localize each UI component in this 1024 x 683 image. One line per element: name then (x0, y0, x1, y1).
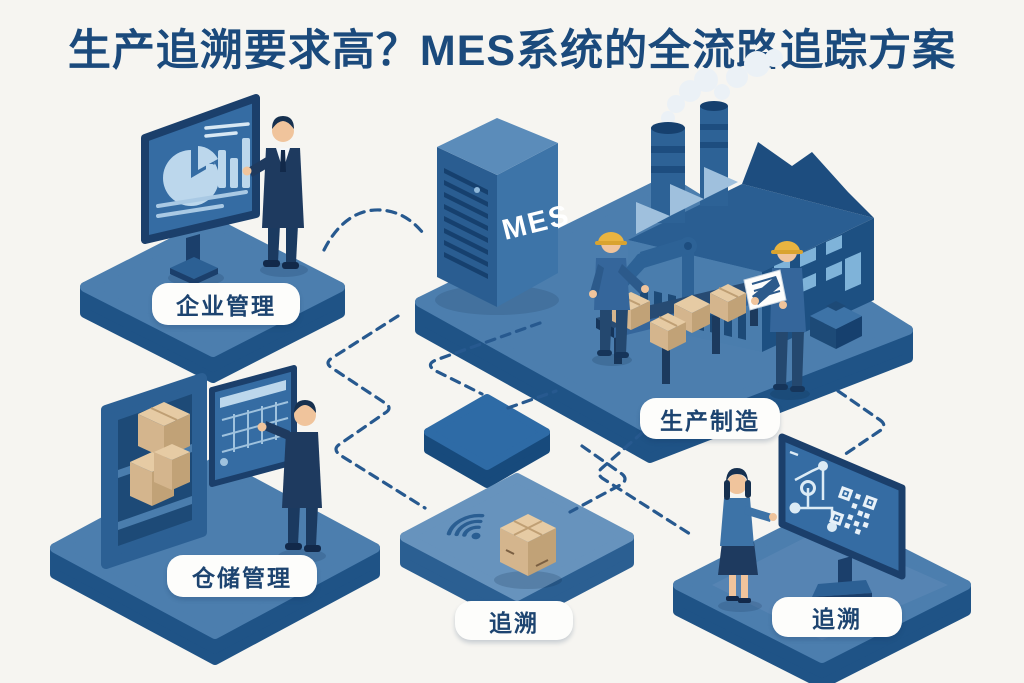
kiosk-machine (810, 301, 862, 349)
platform-node (424, 394, 550, 488)
hard-hat-icon (774, 241, 800, 252)
server-icon: MES (435, 118, 573, 315)
box-icon (710, 284, 746, 322)
tracing-right-scene (718, 433, 906, 612)
box-icon (130, 444, 190, 506)
bar-chart-icon (206, 138, 250, 188)
page-title: 生产追溯要求高？MES系统的全流路追踪方案 (67, 27, 957, 75)
dashed-connector-enterprise-mes (322, 208, 425, 252)
inspector-figure (718, 468, 777, 612)
box-icon (494, 514, 562, 589)
production-scene: MES (435, 49, 874, 400)
monitor-stand (838, 556, 852, 588)
enterprise-scene (141, 94, 308, 286)
label-enterprise-management: 企业管理 (152, 283, 300, 325)
table-grid-icon (209, 365, 297, 487)
label-traceability-center: 追溯 (455, 601, 573, 640)
dashed-connector-node-production (506, 389, 558, 410)
wifi-icon (446, 513, 485, 540)
label-warehouse-management: 仓储管理 (167, 555, 317, 597)
pie-chart-icon (163, 146, 219, 206)
dashed-connector-production-right (597, 430, 692, 536)
qr-code-icon (829, 486, 878, 535)
hard-hat-icon (598, 232, 624, 243)
worker-figure (589, 232, 649, 366)
label-traceability-right: 追溯 (772, 597, 902, 637)
manager-figure (242, 116, 308, 277)
smoke (661, 49, 783, 125)
dashed-connector-production-node (428, 321, 542, 396)
dashed-connector-right-screen (836, 389, 886, 457)
box-icon (650, 295, 710, 351)
dashed-connector-left-zigzag (326, 314, 427, 510)
worker-figure (743, 241, 810, 400)
label-production-manufacturing: 生产制造 (640, 398, 780, 439)
dashed-connector-production-tracing (568, 444, 627, 514)
warehouse-scene (101, 365, 326, 569)
tracing-center-scene (446, 513, 562, 589)
